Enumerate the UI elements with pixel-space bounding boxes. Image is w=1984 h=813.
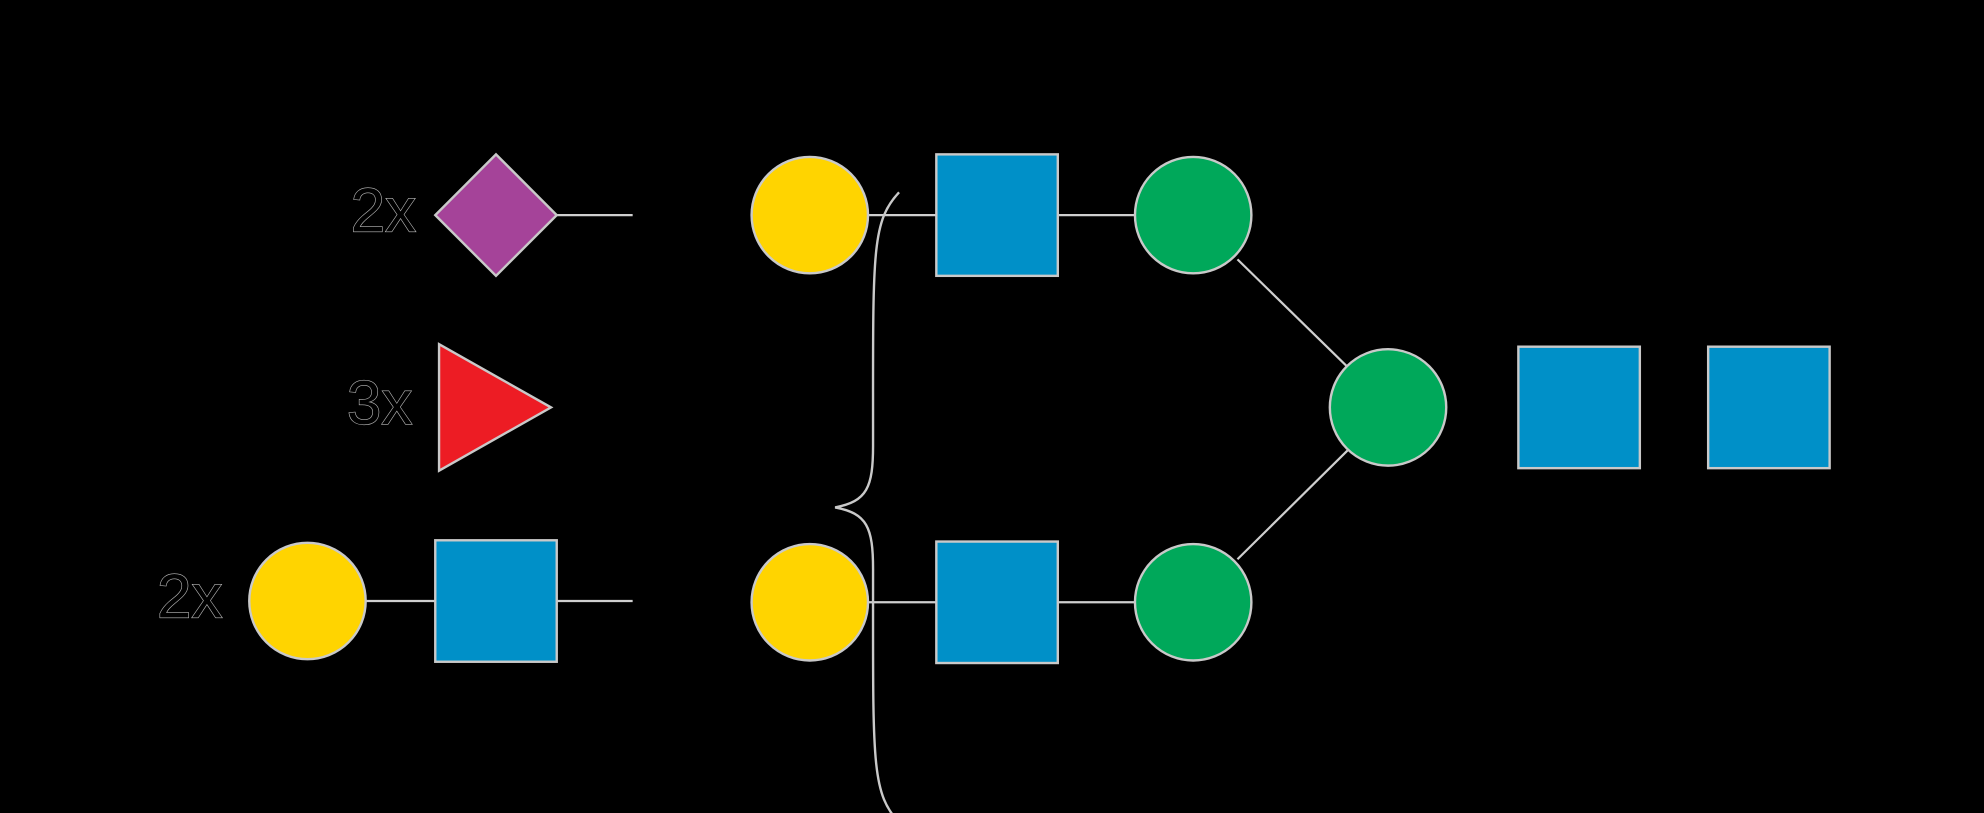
yellow-circle[interactable]	[750, 542, 870, 662]
link-e6	[1236, 258, 1349, 368]
edge-layer	[365, 214, 1349, 604]
green-circle[interactable]	[1133, 542, 1253, 662]
green-circle[interactable]	[1328, 348, 1448, 467]
multiplicity-label-top-left: 2x	[351, 176, 416, 245]
link-e9	[1236, 449, 1349, 561]
yellow-circle[interactable]	[750, 155, 870, 275]
multiplicity-label-middle-left: 3x	[347, 369, 412, 438]
blue-square[interactable]	[935, 153, 1059, 278]
purple-diamond[interactable]	[433, 152, 559, 278]
blue-square[interactable]	[935, 540, 1059, 665]
blue-square[interactable]	[434, 539, 558, 663]
yellow-circle[interactable]	[248, 541, 367, 661]
red-triangle[interactable]	[437, 342, 554, 473]
node-layer	[248, 152, 1831, 665]
green-circle[interactable]	[1133, 155, 1253, 275]
label-layer: 2x 3x 2x	[156, 176, 416, 632]
blue-square[interactable]	[1517, 345, 1642, 470]
multiplicity-label-bottom-left: 2x	[157, 562, 222, 631]
blue-square[interactable]	[1706, 345, 1831, 470]
curly-brace	[834, 191, 900, 813]
